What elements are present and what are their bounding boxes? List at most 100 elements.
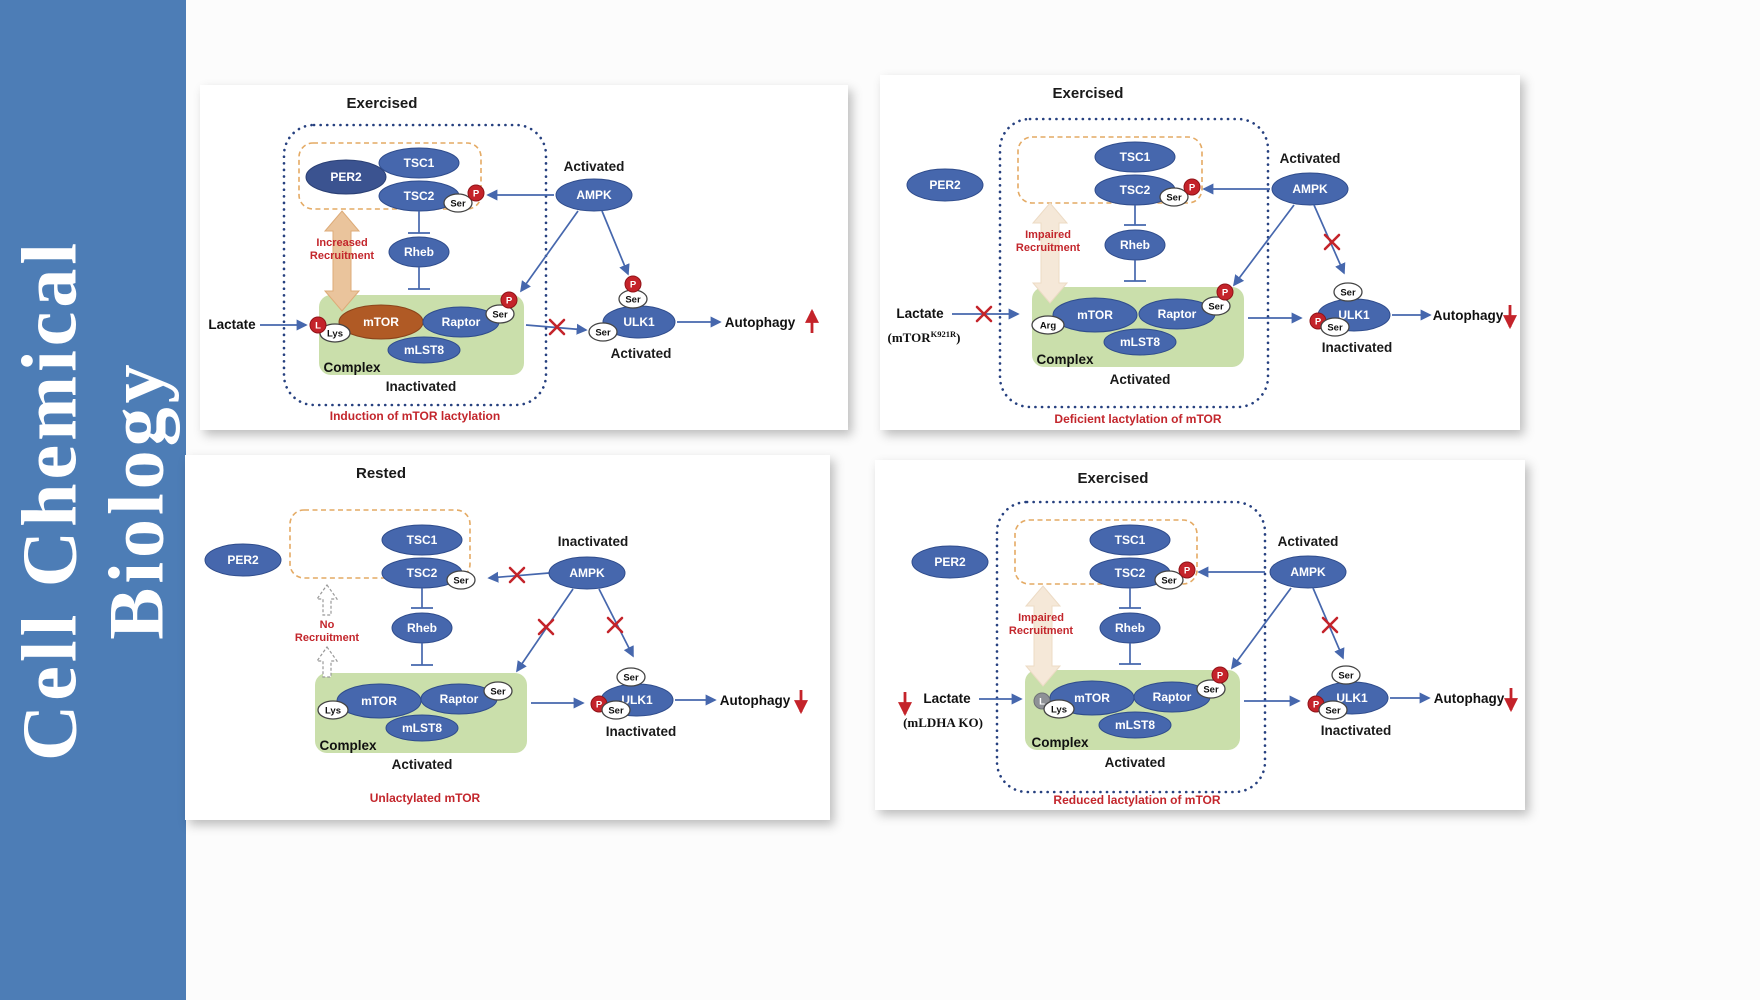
ulk1-ser-top-site: Ser [618, 289, 648, 309]
panel4-diagram: Exercised Impaired Recruitment PER2 TSC1… [898, 470, 1518, 807]
panel1-diagram: Exercised Increased Recruitment PER2 TSC… [208, 95, 819, 423]
mlst8-ellipse [1103, 328, 1177, 356]
lactyl-badge: L [309, 316, 327, 334]
per2-node: PER2 [204, 543, 282, 577]
ser-label: Ser [1338, 671, 1354, 682]
ser-label: Ser [595, 328, 611, 339]
recruitment-double-arrow-faded [1024, 585, 1062, 687]
phospho-circle [1216, 283, 1234, 301]
mlst8-label: mLST8 [1120, 335, 1160, 349]
mlst8-ellipse [385, 714, 459, 742]
tsc2-node: TSC2 [1089, 557, 1171, 589]
ampk-ellipse [1269, 555, 1347, 589]
ampk-ellipse [1271, 172, 1349, 206]
phospho-circle [1183, 178, 1201, 196]
ser-ellipse [1196, 679, 1226, 699]
tsc2-ser-site: Ser [443, 193, 473, 213]
ampk-state: Inactivated [558, 534, 629, 549]
tsc1-node: TSC1 [378, 147, 460, 179]
pathway-frame [998, 117, 1270, 409]
ser-ellipse [601, 700, 631, 720]
no-recruitment-arrow-2 [315, 645, 339, 678]
phospho-circle [467, 184, 485, 202]
ulk1-label: ULK1 [621, 693, 653, 707]
ser-label: Ser [453, 576, 469, 587]
recruitment-text-2: Recruitment [1009, 625, 1074, 637]
mtor-ellipse [1052, 297, 1138, 333]
rheb-label: Rheb [1115, 621, 1145, 635]
raptor-label: Raptor [1153, 690, 1192, 704]
panel-top-left: Exercised Increased Recruitment PER2 TSC… [200, 85, 848, 430]
per2-node: PER2 [906, 168, 984, 202]
ampk-label: AMPK [576, 188, 612, 202]
ulk1-ser-top-site: Ser [1333, 282, 1363, 302]
rheb-label: Rheb [404, 245, 434, 259]
ser-label: Ser [625, 295, 641, 306]
condition-title: Rested [356, 465, 406, 482]
recruitment-text-2: Recruitment [295, 632, 360, 644]
complex-state: Inactivated [386, 379, 457, 394]
ulk1-state: Inactivated [1321, 723, 1392, 738]
ser-ellipse [1320, 317, 1350, 337]
inhibit-rheb-complex [411, 643, 433, 666]
ser-label: Ser [1340, 288, 1356, 299]
ser-label: Ser [1327, 323, 1343, 334]
ampk-ellipse [548, 556, 626, 590]
tsc1-label: TSC1 [1115, 533, 1146, 547]
ser-label: Ser [450, 199, 466, 210]
autophagy-label: Autophagy [1433, 308, 1504, 323]
recruitment-double-arrow-faded [1031, 202, 1069, 304]
ulk1-state: Inactivated [606, 724, 677, 739]
arg-label: Arg [1040, 321, 1057, 332]
complex-state: Activated [1110, 372, 1171, 387]
lys-ellipse [1043, 699, 1075, 719]
panel3-diagram: Rested No Recruitment PER2 TSC1 TSC2 Ser… [204, 465, 808, 805]
raptor-ser-site: Ser [1201, 296, 1231, 316]
ulk1-state: Activated [611, 346, 672, 361]
journal-title: Cell Chemical Biology [6, 239, 181, 761]
per2-node: PER2 [911, 545, 989, 579]
panel-bottom-right: Exercised Impaired Recruitment PER2 TSC1… [875, 460, 1525, 810]
per2-ellipse [204, 543, 282, 577]
ulk1-ser-side-site: Ser [601, 700, 631, 720]
ser-label: Ser [1161, 576, 1177, 587]
mlst8-node: mLST8 [1098, 711, 1172, 739]
per2-label: PER2 [929, 178, 961, 192]
ulk1-phospho-badge: P [624, 275, 642, 293]
ulk1-ser-top-site: Ser [616, 667, 646, 687]
ser-ellipse [446, 570, 476, 590]
ser-label: Ser [608, 706, 624, 717]
ampk-label: AMPK [1290, 565, 1326, 579]
lys-site: Lys [1043, 699, 1075, 719]
panel-caption: Reduced lactylation of mTOR [1053, 793, 1220, 807]
arrow-ampk-to-complex [1233, 204, 1295, 287]
rheb-node: Rheb [391, 612, 453, 644]
ser-ellipse [443, 193, 473, 213]
ser-label: Ser [1203, 685, 1219, 696]
arrow-ampk-to-ulk1 [601, 210, 630, 276]
ampk-node: AMPK [1271, 172, 1349, 206]
panel-caption: Deficient lactylation of mTOR [1054, 412, 1221, 426]
inhibit-tsc2-rheb [411, 588, 433, 609]
autophagy-label: Autophagy [725, 315, 796, 330]
inhibit-tsc2-rheb [1124, 205, 1146, 226]
lactyl-label: L [315, 321, 321, 332]
per2-node: PER2 [305, 159, 387, 195]
recruitment-double-arrow [323, 210, 361, 312]
tsc2-label: TSC2 [407, 566, 438, 580]
ampk-state: Activated [1280, 151, 1341, 166]
phospho-label: P [1217, 671, 1224, 682]
condition-title: Exercised [347, 95, 418, 112]
lys-label: Lys [1051, 705, 1067, 716]
ulk1-ser-side-site: Ser [588, 322, 618, 342]
phospho-circle [500, 291, 518, 309]
block-x-ampk-tsc2 [508, 566, 526, 584]
tsc2-phospho-badge: P [1178, 561, 1196, 579]
ser-label: Ser [490, 687, 506, 698]
ulk1-node: ULK1 [602, 305, 676, 339]
ampk-state: Activated [564, 159, 625, 174]
mlst8-node: mLST8 [385, 714, 459, 742]
ser-ellipse [1159, 187, 1189, 207]
tsc2-ser-site: Ser [1154, 570, 1184, 590]
phospho-label: P [1313, 700, 1320, 711]
